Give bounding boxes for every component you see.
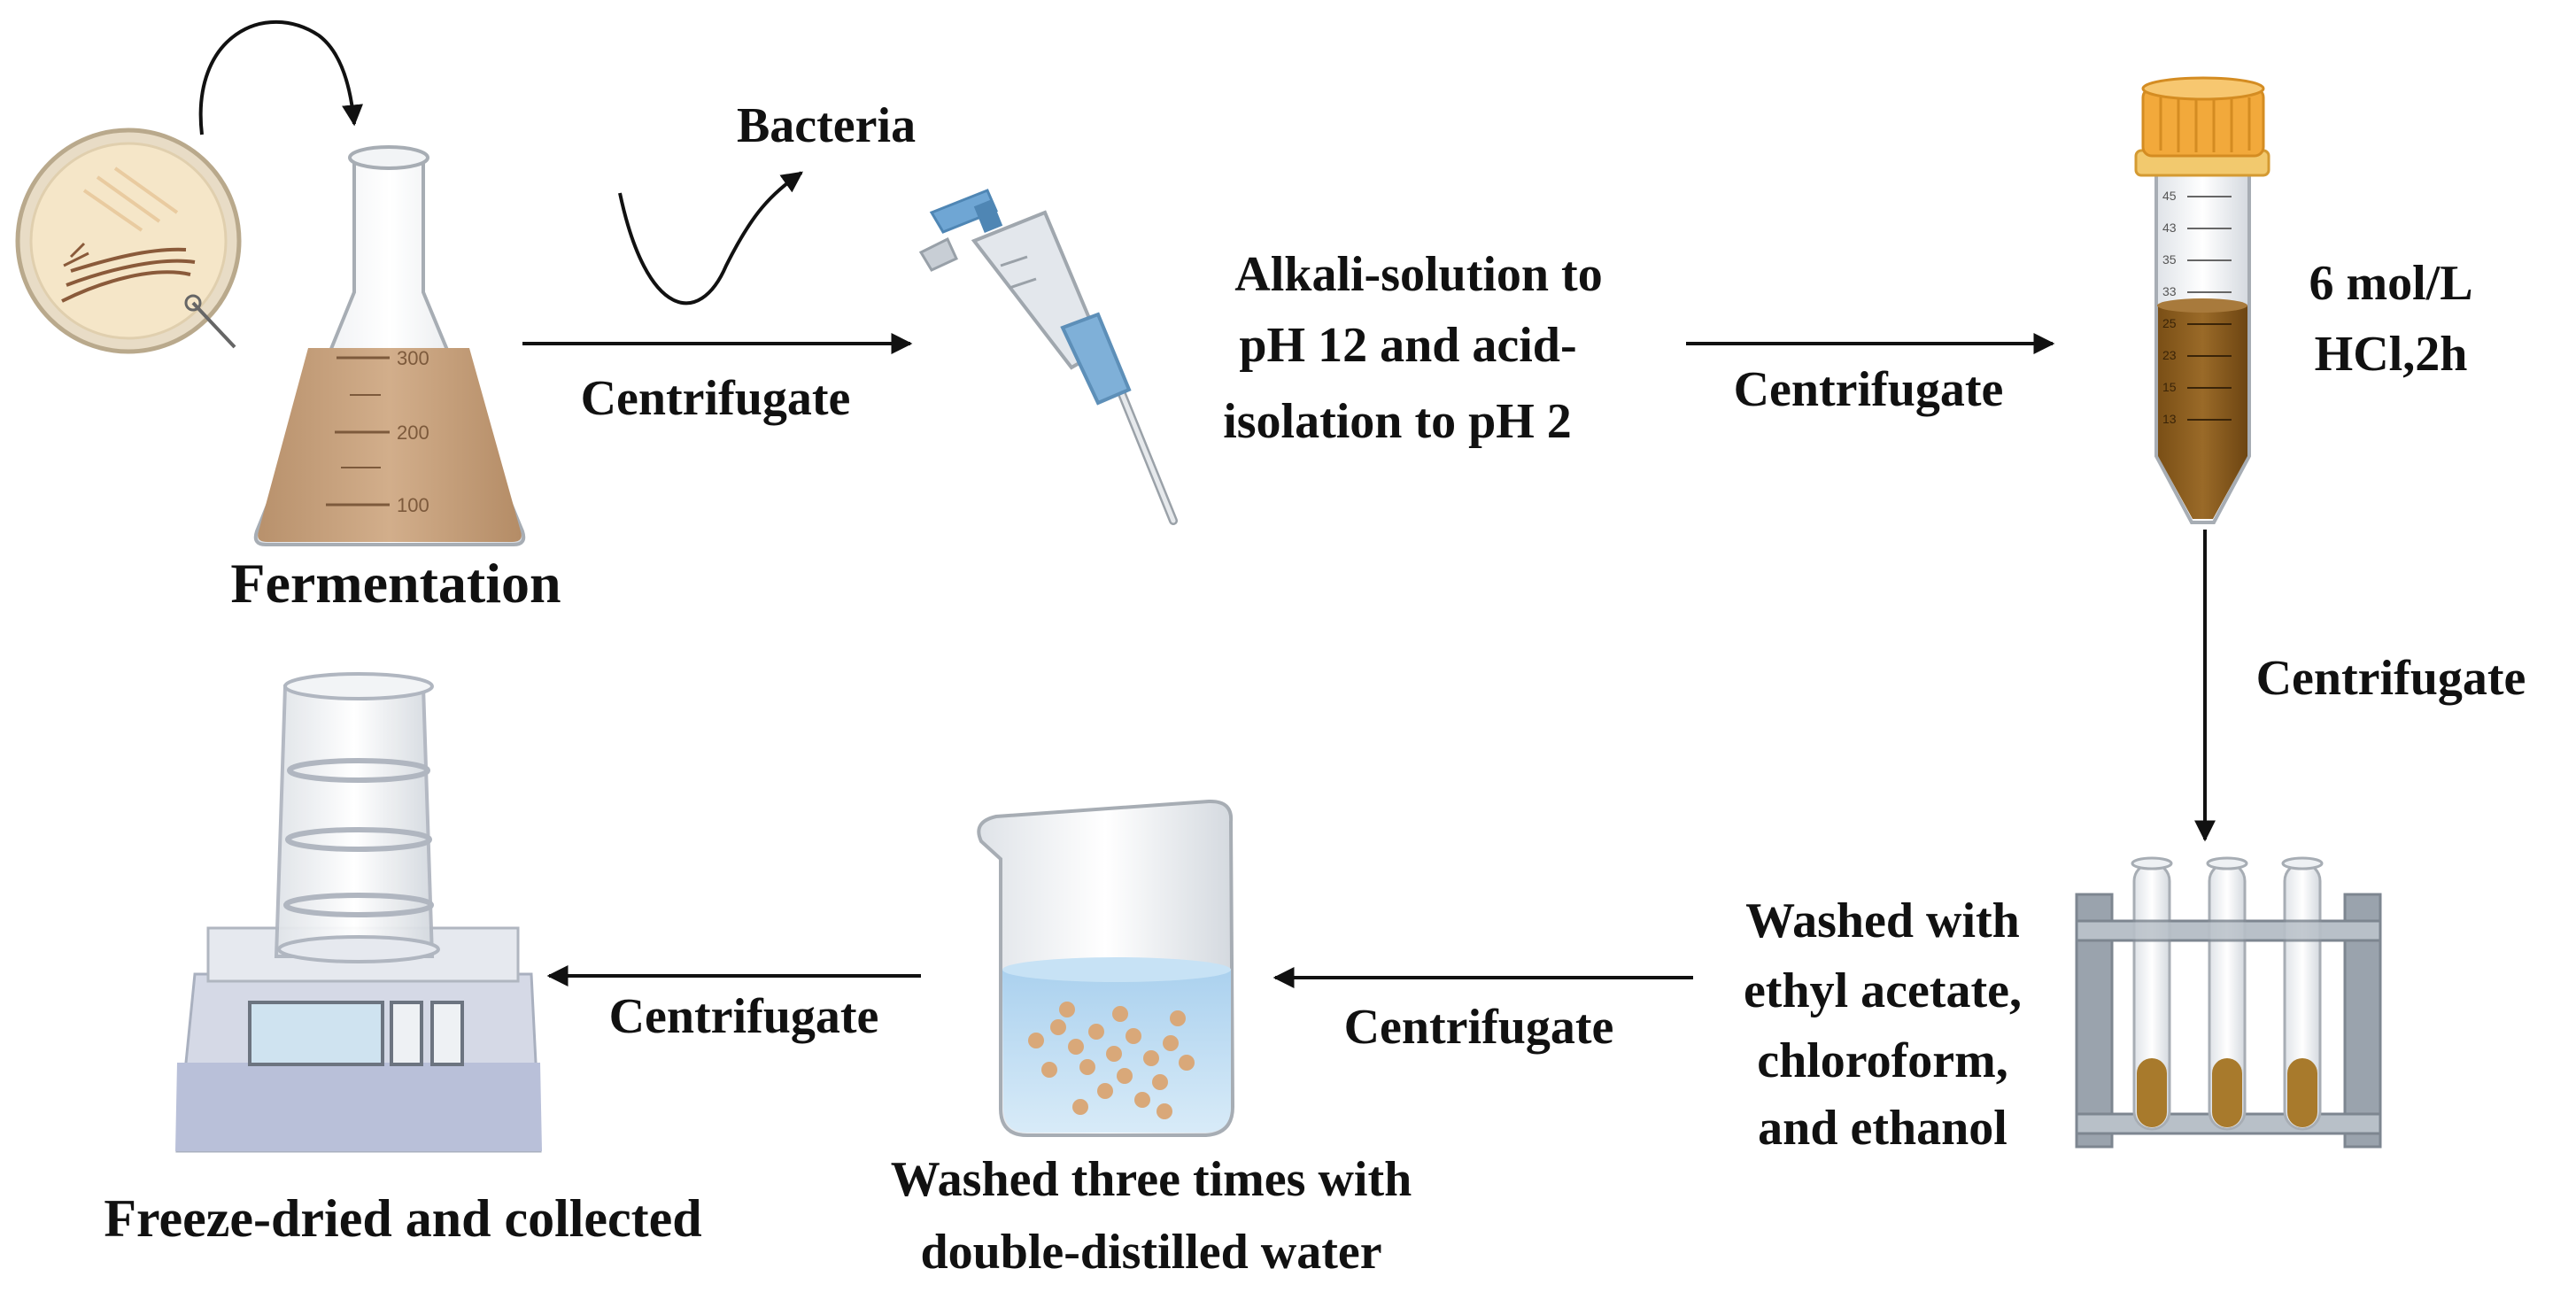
bacteria-label: Bacteria <box>737 98 916 153</box>
tube-tick-35: 35 <box>2162 252 2177 267</box>
flask-tick-200: 200 <box>397 422 429 444</box>
flask-tick-300: 300 <box>397 347 429 369</box>
inoculation-arrow <box>198 19 363 135</box>
final-step-label: Freeze-dried and collected <box>104 1189 701 1248</box>
wash-solvents-line-1: Washed with <box>1745 894 2020 948</box>
tube-tick-33: 33 <box>2162 284 2177 298</box>
wash-water-line-2: double-distilled water <box>920 1225 1381 1280</box>
test-tube-rack-icon <box>2075 856 2382 1149</box>
arrow-5-label: Centrifugate <box>609 989 879 1044</box>
arrow-2-label: Centrifugate <box>1734 362 2004 417</box>
flask-tick-100: 100 <box>397 494 429 516</box>
fermentation-label: Fermentation <box>230 552 561 615</box>
alkali-label-line-3: isolation to pH 2 <box>1223 394 1572 449</box>
bacteria-growth-curve <box>618 171 803 306</box>
alkali-label-line-2: pH 12 and acid- <box>1239 318 1576 373</box>
beaker-icon <box>977 799 1235 1137</box>
arrow-4-label: Centrifugate <box>1344 1000 1614 1055</box>
tube-tick-45: 45 <box>2162 189 2177 203</box>
tube-tick-15: 15 <box>2162 380 2177 394</box>
wash-water-line-1: Washed three times with <box>891 1152 1412 1207</box>
tube-tick-25: 25 <box>2162 316 2177 330</box>
hcl-label-line-2: HCl,2h <box>2315 327 2468 382</box>
petri-dish-icon <box>15 128 242 354</box>
arrow-1-label: Centrifugate <box>581 371 851 426</box>
hcl-label-line-1: 6 mol/L <box>2309 256 2472 311</box>
erlenmeyer-flask-icon: 300 200 100 <box>253 145 526 546</box>
centrifuge-tube-icon: 45 43 35 33 25 23 15 13 <box>2134 76 2270 524</box>
alkali-label-line-1: Alkali-solution to <box>1234 247 1602 302</box>
wash-solvents-line-2: ethyl acetate, <box>1744 963 2022 1018</box>
tube-tick-43: 43 <box>2162 220 2177 235</box>
freeze-dryer-icon <box>175 672 542 1153</box>
wash-solvents-line-4: and ethanol <box>1758 1101 2007 1156</box>
tube-tick-13: 13 <box>2162 412 2177 426</box>
tube-tick-23: 23 <box>2162 348 2177 362</box>
pipette-icon <box>918 189 1178 525</box>
arrow-3-label: Centrifugate <box>2256 651 2526 706</box>
wash-solvents-line-3: chloroform, <box>1757 1033 2008 1088</box>
